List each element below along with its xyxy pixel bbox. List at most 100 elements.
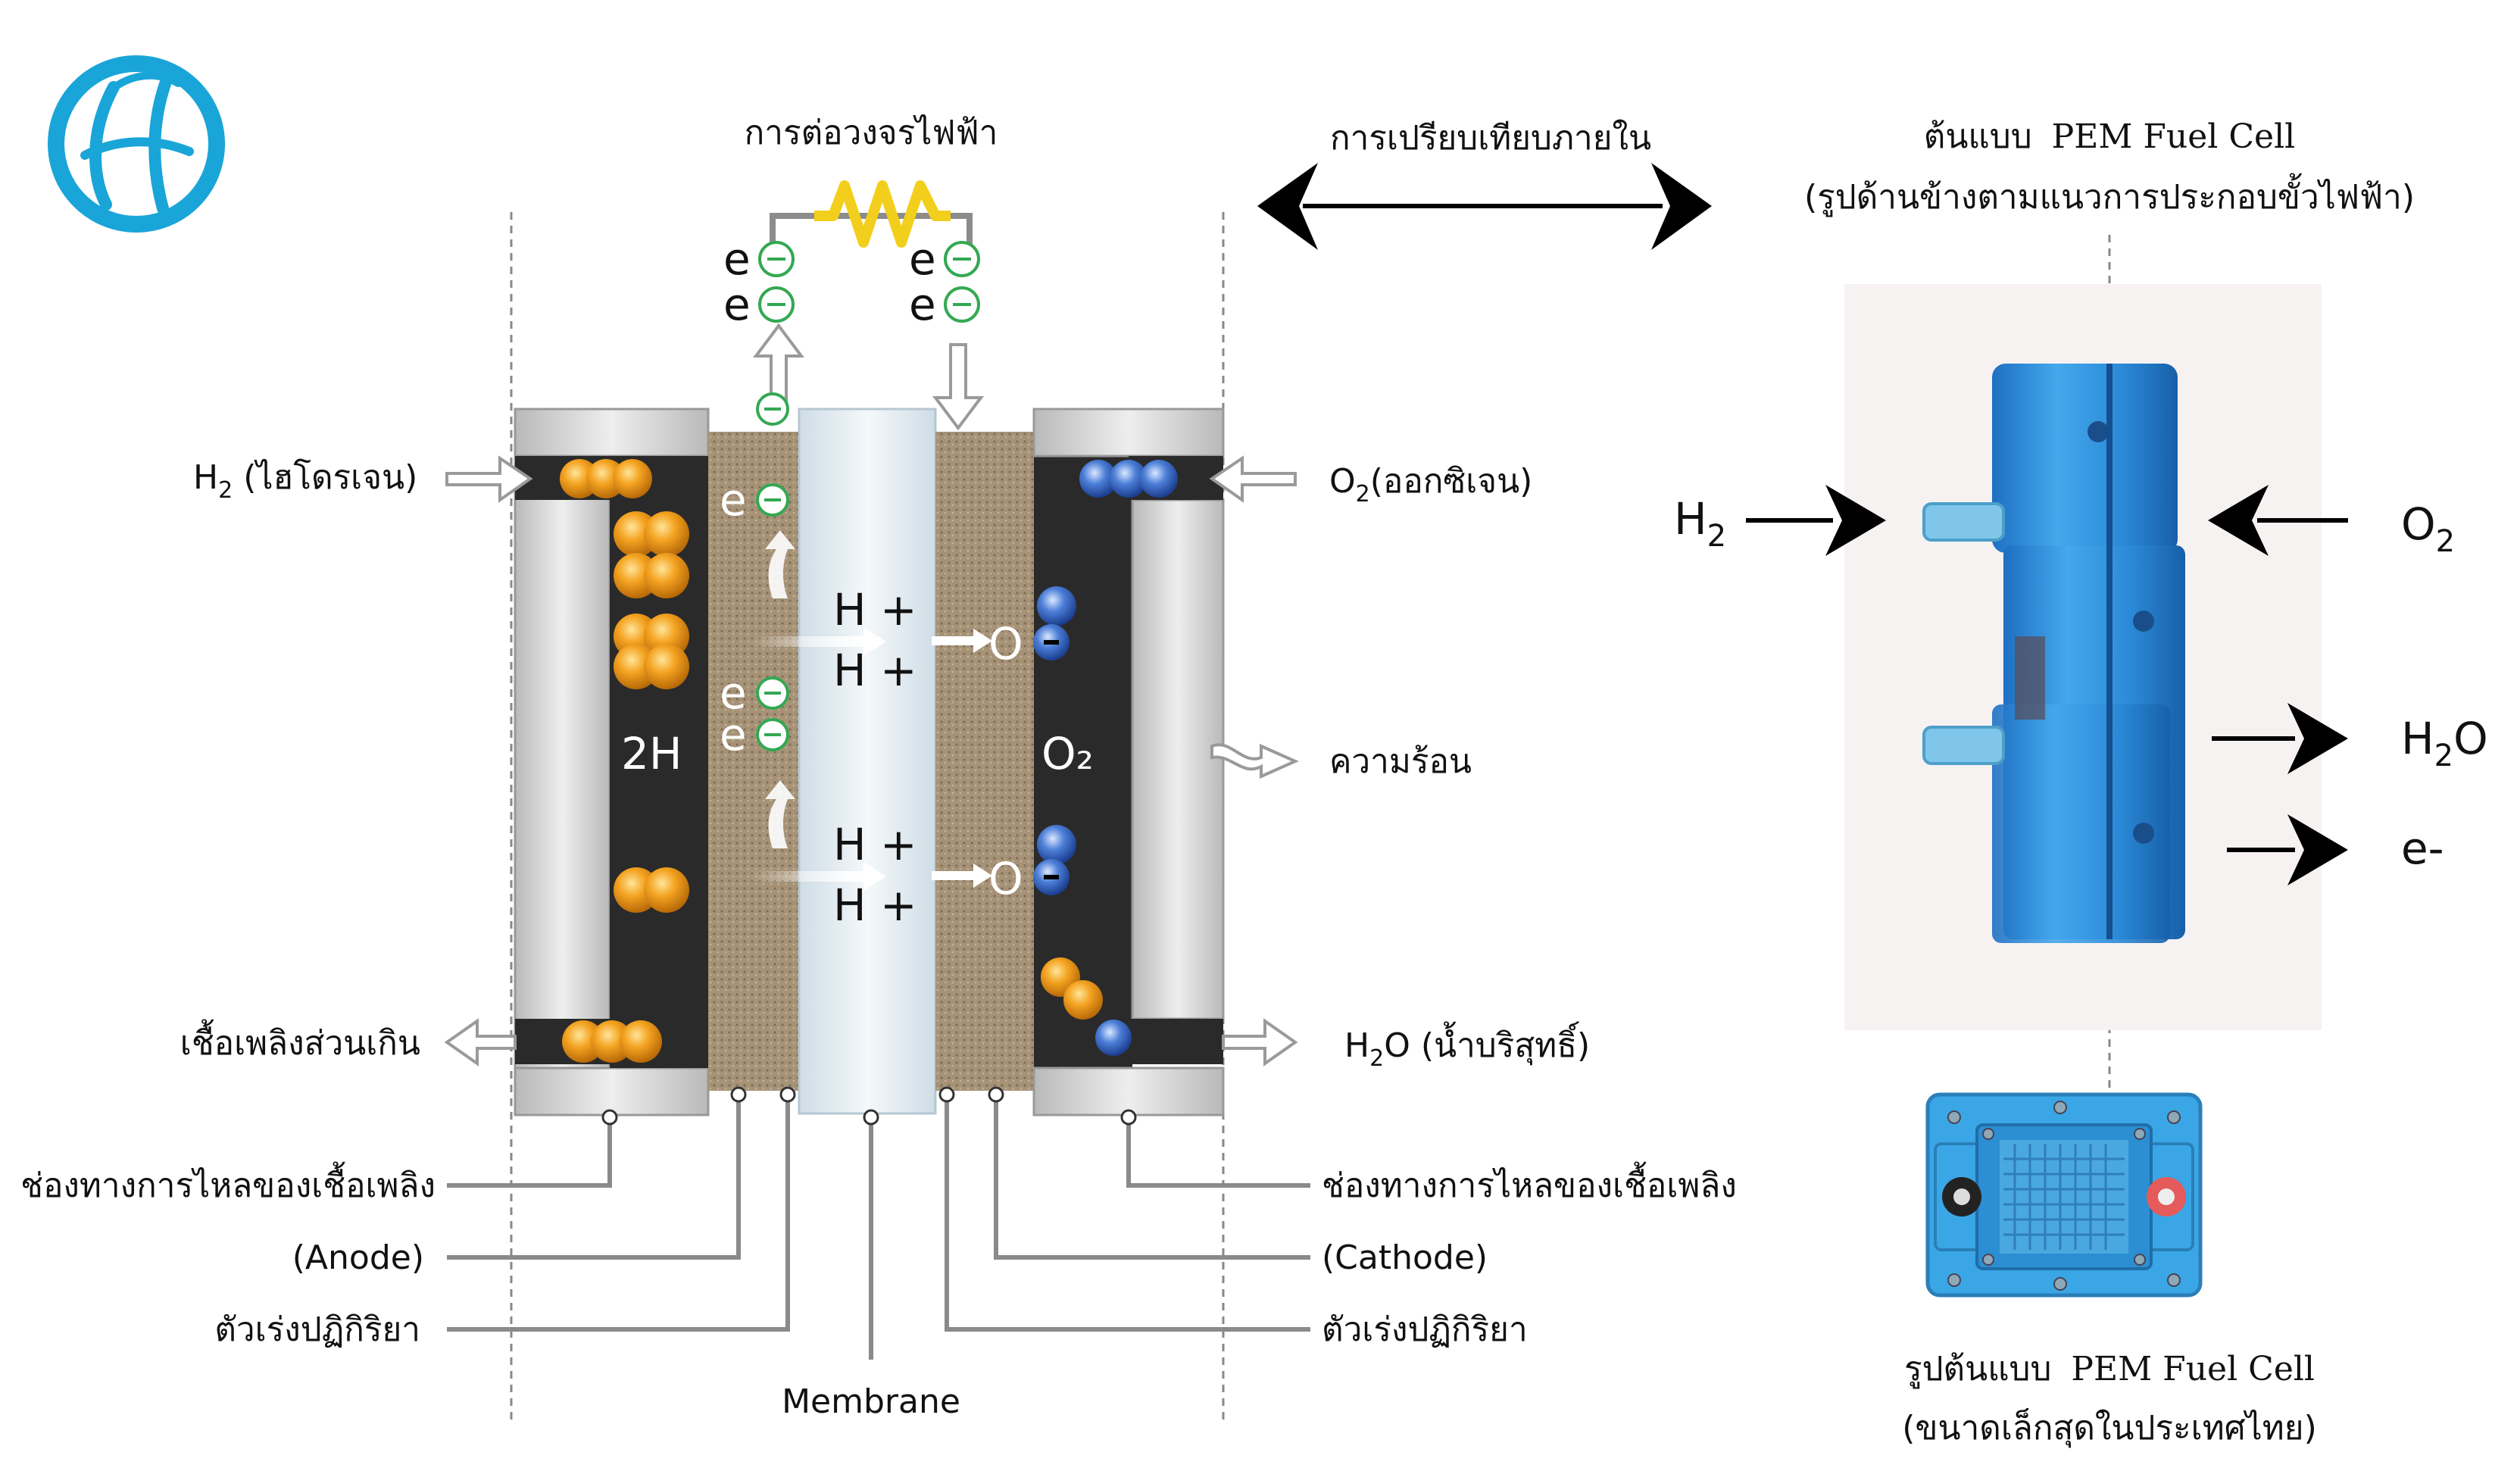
electron-anode-4: e	[720, 709, 789, 760]
o2-subscript: 2	[1356, 481, 1370, 508]
o2-input-label: O2(ออกซิเจน)	[1329, 462, 1532, 508]
electron-anode-1: e	[720, 383, 789, 435]
prototype-o2-label: O2	[2401, 498, 2455, 559]
water-out-arrow-icon	[1222, 1018, 1298, 1067]
electron-anode-3: e	[720, 667, 789, 719]
svg-text:e: e	[723, 279, 751, 330]
proton-label-4: H +	[833, 879, 917, 931]
electron-top-left-1: e	[723, 233, 795, 285]
prototype-h2-arrow-icon	[1746, 485, 1886, 556]
prototype-h2o-arrow-icon	[2212, 703, 2348, 774]
proton-label-2: H +	[833, 645, 917, 696]
svg-text:e: e	[909, 279, 936, 330]
prototype-h2o-symbol: H	[2401, 713, 2434, 764]
heat-label: ความร้อน	[1329, 742, 1472, 781]
h2o-tail: O	[1384, 1026, 1410, 1065]
prototype-h2-symbol: H	[1674, 493, 1707, 545]
h2-name: (ไฮโดรเจน)	[243, 458, 417, 497]
anode-diffusion-layer	[708, 432, 799, 1091]
cathode-label: (Cathode)	[1322, 1238, 1488, 1277]
prototype-title: ต้นแบบ PEM Fuel Cell	[1924, 117, 2295, 156]
svg-text:e: e	[720, 709, 747, 760]
circuit-label: การต่อวงจรไฟฟ้า	[745, 114, 998, 152]
membrane	[798, 408, 937, 1115]
logo-icon	[48, 55, 225, 233]
anode-housing-top	[514, 408, 710, 458]
h2o-subscript: 2	[1369, 1045, 1384, 1072]
right-flow-channel-label: ช่องทางการไหลของเชื้อเพลิง	[1322, 1161, 1737, 1205]
oxygen-particles	[1037, 460, 1178, 1056]
svg-text:O: O	[988, 618, 1023, 670]
proton-label-3: H +	[833, 819, 917, 870]
anode-housing-side	[514, 454, 611, 1070]
o2-symbol: O	[1329, 462, 1356, 501]
hydrogen-outlet-nozzle	[1922, 726, 2005, 765]
cathode-housing-top	[1032, 408, 1225, 458]
compare-label: การเปรียบเทียบภายใน	[1330, 119, 1651, 158]
prototype-h2o-label: H2O	[2401, 713, 2488, 773]
h2-subscript: 2	[218, 477, 233, 504]
anode-gas-label: 2H	[621, 728, 682, 779]
double-arrow-icon	[1257, 163, 1712, 250]
bottom-caption-line2: (ขนาดเล็กสุดในประเทศไทย)	[1902, 1408, 2317, 1448]
electron-top-left-2: e	[723, 279, 795, 330]
cathode-gas-label: O₂	[1041, 728, 1094, 779]
external-circuit	[770, 180, 973, 250]
svg-text:O: O	[988, 853, 1023, 904]
excess-fuel-out-arrow-icon	[444, 1018, 517, 1067]
prototype-o2-symbol: O	[2401, 498, 2436, 550]
proton-flow-arrows	[750, 530, 992, 891]
svg-text:e: e	[723, 233, 751, 285]
svg-text:e: e	[909, 233, 936, 285]
cathode-housing-side	[1131, 498, 1225, 1020]
bottom-caption-line1: รูปต้นแบบ PEM Fuel Cell	[1904, 1350, 2315, 1389]
hydrogen-inlet-nozzle	[1922, 502, 2005, 542]
prototype-h2o-subscript: 2	[2434, 739, 2453, 773]
oxygen-ion-1: O	[988, 618, 1070, 670]
svg-text:e: e	[720, 383, 747, 435]
o2-name: (ออกซิเจน)	[1370, 462, 1533, 501]
water-output-label: H2O (น้ำบริสุทธิ์)	[1344, 1021, 1590, 1072]
prototype-h2-label: H2	[1674, 493, 1726, 554]
proton-label-1: H +	[833, 584, 917, 636]
right-catalyst-label: ตัวเร่งปฏิกิริยา	[1322, 1310, 1528, 1349]
prototype-electron-arrow-icon	[2227, 814, 2348, 885]
left-catalyst-label: ตัวเร่งปฏิกิริยา	[214, 1310, 420, 1349]
electron-top-right-2: e	[909, 279, 980, 330]
membrane-label: Membrane	[782, 1382, 960, 1421]
prototype-electron-label: e-	[2401, 823, 2444, 874]
prototype-o2-subscript: 2	[2436, 524, 2455, 559]
prototype-title-suffix: PEM Fuel Cell	[2052, 117, 2296, 156]
leader-dots	[601, 1086, 1137, 1126]
left-flow-channel-label: ช่องทางการไหลของเชื้อเพลิง	[20, 1161, 436, 1205]
electron-top-right-1: e	[909, 233, 980, 285]
svg-text:e: e	[720, 667, 747, 719]
cathode-housing-bottom	[1032, 1067, 1225, 1117]
heat-out-arrow-icon	[1210, 743, 1299, 779]
bottom-caption-suffix: PEM Fuel Cell	[2071, 1350, 2315, 1388]
h2-input-label: H2 (ไฮโดรเจน)	[193, 458, 417, 504]
excess-fuel-label: เชื้อเพลิงส่วนเกิน	[180, 1019, 420, 1063]
electron-down-arrow-icon	[932, 343, 984, 431]
prototype-top-view	[1925, 1092, 2203, 1298]
resistor-icon	[814, 180, 951, 248]
anode-label: (Anode)	[292, 1238, 424, 1277]
anode-housing-bottom	[514, 1067, 710, 1117]
prototype-subtitle: (รูปด้านข้างตามแนวการประกอบขั้วไฟฟ้า)	[1804, 173, 2415, 217]
flow-field-grid	[2003, 1144, 2125, 1250]
h2o-symbol: H	[1344, 1026, 1369, 1065]
prototype-h2o-tail: O	[2453, 713, 2488, 764]
svg-text:e: e	[720, 474, 747, 526]
bottom-caption-prefix: รูปต้นแบบ	[1904, 1350, 2051, 1389]
h2-symbol: H	[193, 458, 218, 497]
hydrogen-particles	[560, 459, 1103, 1063]
cathode-diffusion-layer	[935, 432, 1034, 1091]
prototype-title-prefix: ต้นแบบ	[1924, 117, 2032, 156]
o2-in-arrow-icon	[1209, 455, 1297, 503]
electron-anode-2: e	[720, 474, 789, 526]
prototype-h2-subscript: 2	[1707, 519, 1726, 554]
prototype-side-view	[1922, 364, 2185, 943]
leader-lines	[447, 1095, 1310, 1360]
h2o-name: (น้ำบริสุทธิ์)	[1421, 1021, 1590, 1066]
